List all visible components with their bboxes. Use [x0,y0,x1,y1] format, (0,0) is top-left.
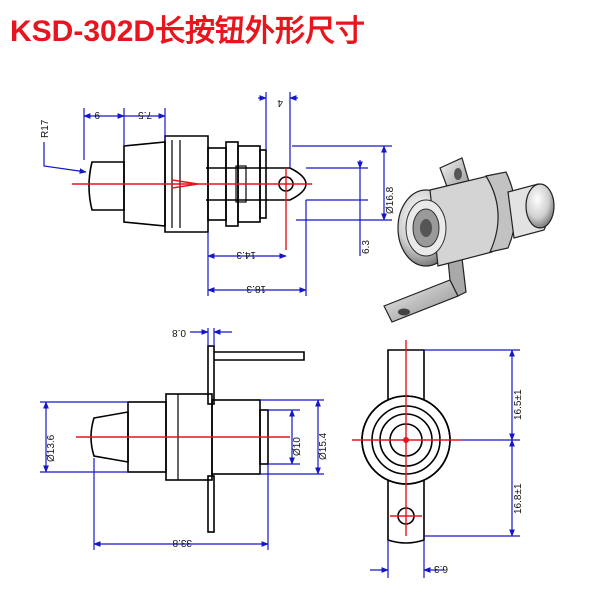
dim-7-5: 7.5 [138,109,152,120]
dim-14-3: 14.3 [236,249,256,260]
dim-4: 4 [277,97,283,108]
dim-9: 9 [94,109,100,120]
dim-d10: Ø10 [292,437,303,456]
dim-6-3-bottom: 6.3 [434,563,448,574]
bottom-side-view: 0.8 Ø13.6 Ø10 Ø15.4 33.8 [40,327,329,550]
top-side-view: R17 9 7.5 4 Ø16.8 6.3 14.3 [40,92,396,296]
knob-outline [88,161,125,211]
front-view: 16.5±1 16.8±1 6.3 [352,340,524,578]
dim-16-5: 16.5±1 [513,389,524,420]
dim-33-8: 33.8 [172,537,192,548]
drawing-title: KSD-302D长按钮外形尺寸 [10,15,366,48]
dim-18-3: 18.3 [246,283,266,294]
dim-d16-8: Ø16.8 [385,186,396,214]
dim-16-8b: 16.8±1 [513,483,524,514]
dim-d15-4: Ø15.4 [318,432,329,460]
dim-r17: R17 [40,119,51,138]
dim-6-3-top: 6.3 [361,240,372,254]
dim-0-8: 0.8 [172,327,186,338]
isometric-view [383,157,555,323]
dim-d13-6: Ø13.6 [46,434,57,462]
